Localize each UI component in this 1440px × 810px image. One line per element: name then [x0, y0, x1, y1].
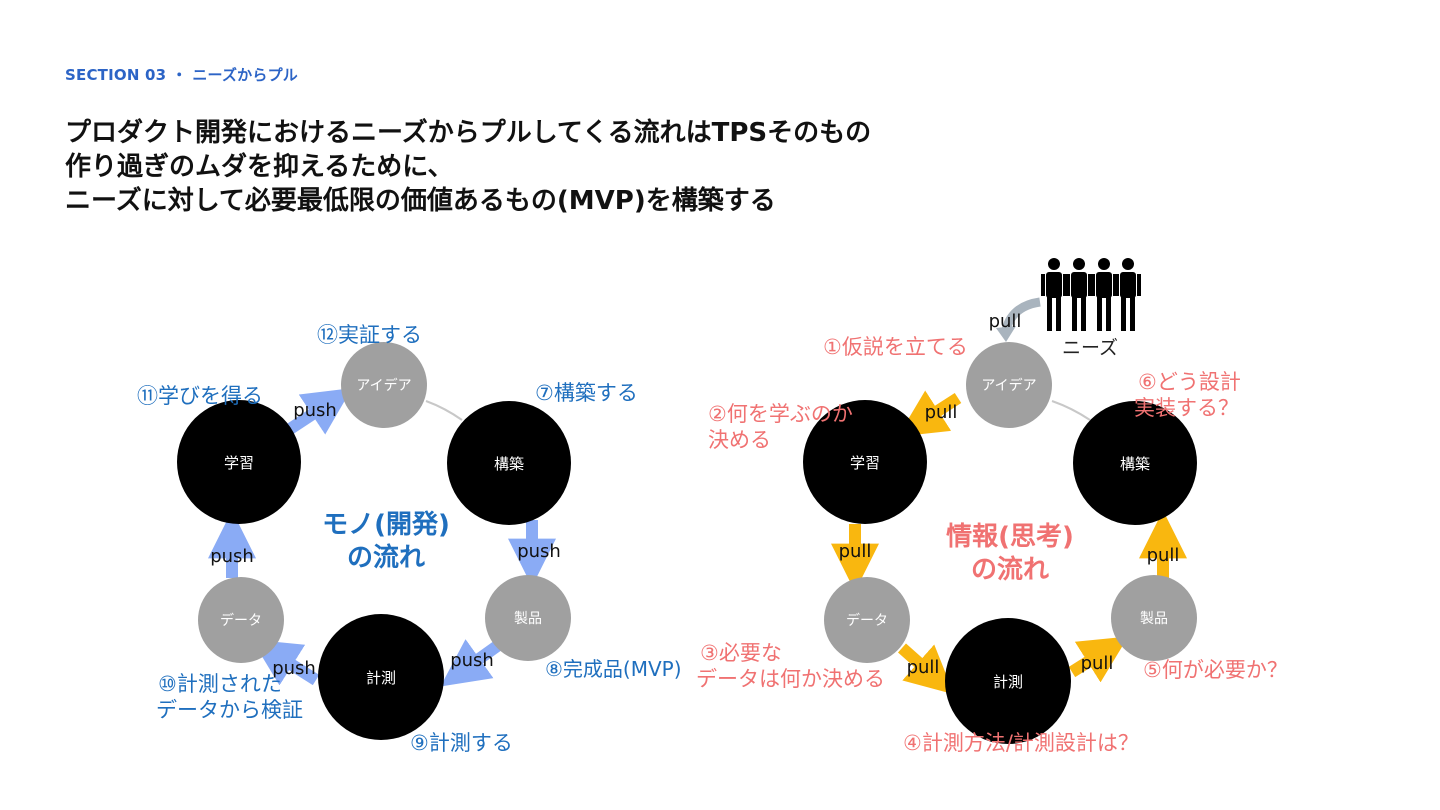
arrow-needs-to-idea: [1001, 297, 1041, 332]
node-product: [1111, 575, 1197, 661]
node-product: [485, 575, 571, 661]
annotation-3-line-2: データは何か決める: [696, 667, 885, 691]
needs-label: ニーズ: [1062, 337, 1118, 359]
idea-build-connector: [425, 400, 463, 421]
arrow-needs-to-idea-head: [996, 326, 1016, 342]
people-icon: [1041, 258, 1141, 331]
pull-label: pull: [839, 541, 872, 562]
annotation-6-line-2: 実装する？: [1134, 396, 1239, 420]
node-idea-label: アイデア: [981, 377, 1036, 394]
node-idea: [341, 342, 427, 428]
right-center-title-line-1: 情報(思考): [946, 522, 1074, 552]
annotation-11: ⑪学びを得る: [137, 384, 263, 408]
arrow-idea-to-learn: [897, 390, 962, 437]
annotation-10-line-1: ⑩計測された: [158, 672, 282, 696]
arrow-measure-to-data: [251, 639, 320, 686]
node-data: [824, 577, 910, 663]
node-idea-label: アイデア: [356, 377, 411, 394]
pull-label: pull: [925, 402, 958, 423]
pull-label: pull: [1081, 653, 1114, 674]
right-center-title-line-2: の流れ: [971, 555, 1049, 585]
pull-label: pull: [907, 657, 940, 678]
node-measure-label: 計測: [366, 669, 396, 687]
annotation-2-line-1: ②何を学ぶのか: [708, 402, 853, 426]
headline-line-3: ニーズに対して必要最低限の価値あるもの(MVP)を構築する: [65, 186, 776, 216]
left-center-title-line-2: の流れ: [347, 543, 425, 573]
section-label: SECTION 03 ・ ニーズからプル: [65, 66, 298, 84]
headline-line-2: 作り過ぎのムダを抑えるために、: [65, 152, 454, 182]
node-product-label: 製品: [514, 611, 542, 627]
node-learn: [803, 400, 927, 524]
annotation-7: ⑦構築する: [535, 381, 638, 405]
annotation-2-line-2: 決める: [708, 428, 771, 452]
idea-build-connector: [1051, 400, 1091, 421]
headline-line-1: プロダクト開発におけるニーズからプルしてくる流れはTPSそのもの: [65, 118, 872, 148]
annotation-3-line-1: ③必要な: [700, 641, 782, 665]
node-build-label: 構築: [1120, 455, 1150, 473]
node-idea: [966, 342, 1052, 428]
right-cycle: ニーズ pull pull pull pull pull pull アイデア 構…: [696, 258, 1288, 755]
annotation-6-line-1: ⑥どう設計: [1138, 370, 1241, 394]
node-build: [447, 401, 571, 525]
push-label: push: [293, 400, 337, 421]
annotation-1: ①仮説を立てる: [823, 335, 968, 359]
pull-label: pull: [1147, 545, 1180, 566]
node-data-label: データ: [220, 612, 262, 629]
headline: プロダクト開発におけるニーズからプルしてくる流れはTPSそのもの 作り過ぎのムダ…: [65, 116, 1065, 218]
node-measure: [945, 618, 1071, 744]
node-product-label: 製品: [1140, 611, 1168, 627]
annotation-8: ⑧完成品(MVP): [545, 657, 682, 681]
push-label: push: [450, 650, 494, 671]
left-center-title-line-1: モノ(開発): [322, 510, 450, 540]
node-data-label: データ: [846, 612, 888, 629]
push-label: push: [517, 541, 561, 562]
arrow-product-to-measure: [440, 639, 504, 687]
node-learn: [177, 400, 301, 524]
node-learn-label: 学習: [224, 454, 254, 472]
node-measure-label: 計測: [993, 673, 1023, 691]
push-label: push: [272, 658, 316, 679]
arrow-measure-to-product: [1068, 636, 1129, 683]
annotation-10-line-2: データから検証: [156, 698, 303, 722]
push-label: push: [210, 546, 254, 567]
annotation-5: ⑤何が必要か？: [1143, 658, 1288, 682]
annotation-4: ④計測方法/計測設計は？: [903, 731, 1139, 755]
node-learn-label: 学習: [850, 454, 880, 472]
annotation-9: ⑨計測する: [410, 731, 513, 755]
annotation-12: ⑫実証する: [317, 323, 422, 347]
arrow-data-to-measure: [898, 643, 955, 695]
arrow-learn-to-idea: [286, 388, 353, 435]
node-build-label: 構築: [494, 455, 524, 473]
left-cycle: push push push push push アイデア 構築 製品 計測 デ…: [137, 323, 682, 755]
node-measure: [318, 614, 444, 740]
node-data: [198, 577, 284, 663]
pull-label: pull: [989, 311, 1022, 332]
node-build: [1073, 401, 1197, 525]
